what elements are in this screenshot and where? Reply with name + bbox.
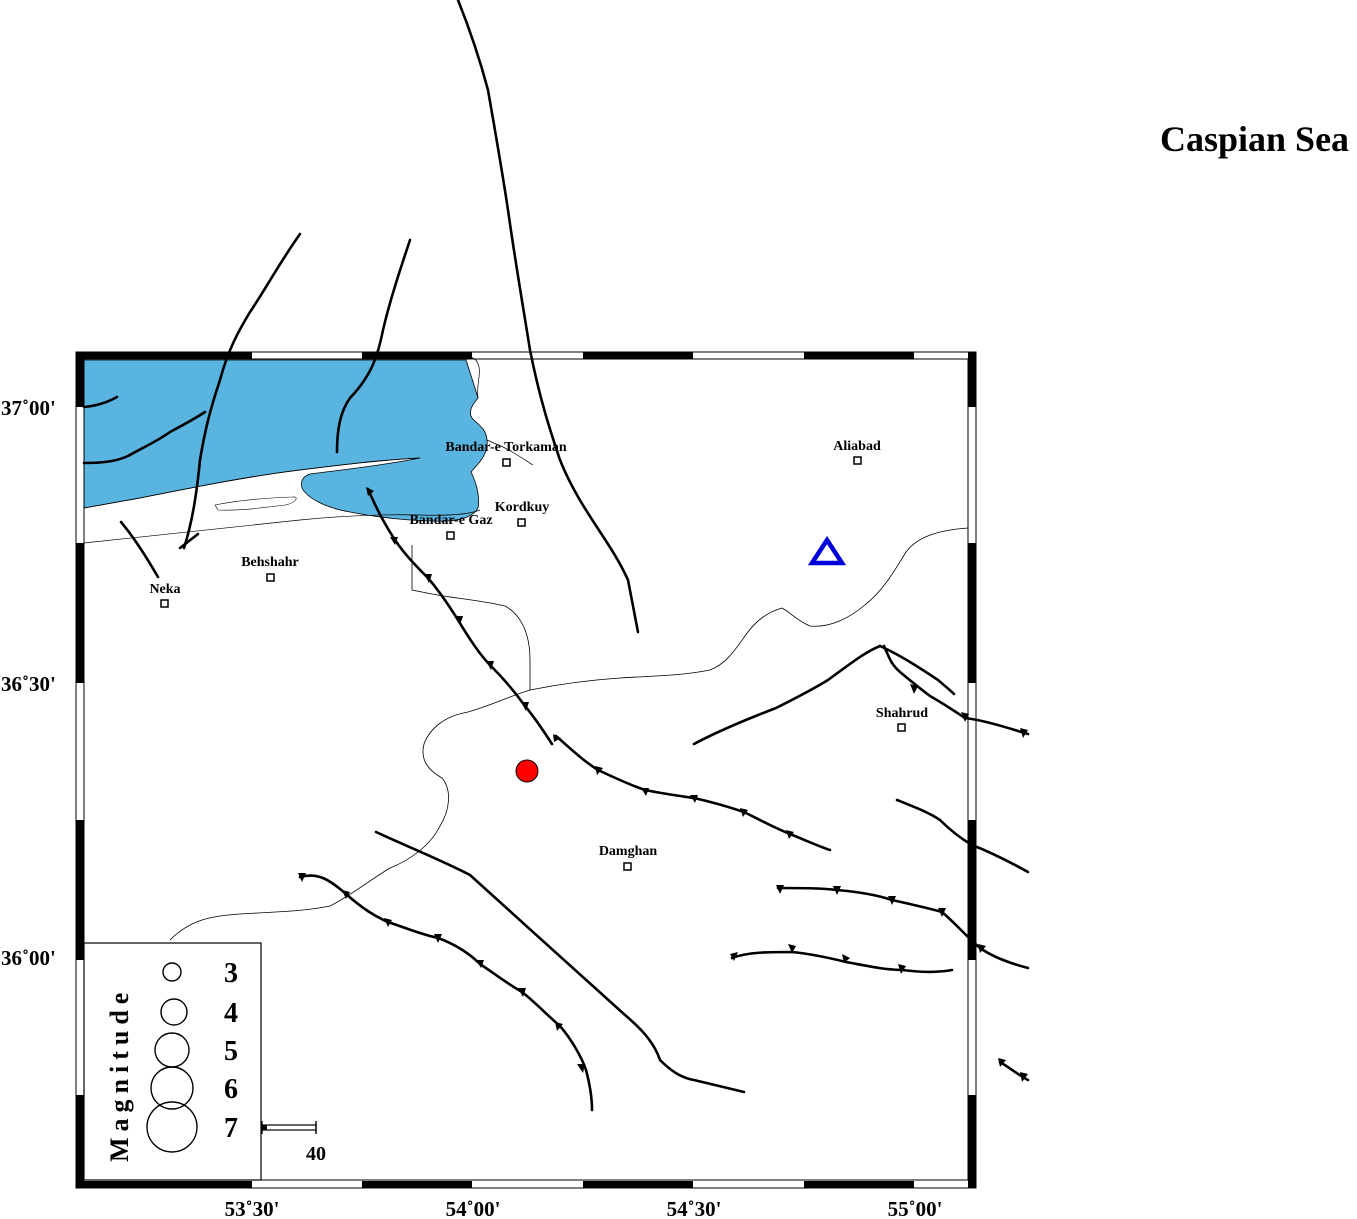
legend-title: Magnitude — [105, 987, 134, 1162]
svg-text:Shahrud: Shahrud — [876, 706, 928, 721]
latitude-tick: 36˚30' — [1, 672, 56, 696]
longitude-tick: 54˚30' — [667, 1197, 722, 1219]
longitude-tick: 54˚00' — [446, 1197, 501, 1219]
legend-circle-7 — [146, 1101, 198, 1153]
city-kordkuy: Kordkuy — [495, 500, 549, 527]
fault-line — [335, 238, 412, 454]
legend-label: 5 — [224, 1036, 238, 1067]
faults — [82, 0, 1030, 1094]
legend-circle-6 — [150, 1066, 194, 1110]
city-neka: Neka — [149, 582, 181, 608]
legend-label: 7 — [224, 1113, 238, 1144]
scale-bar: 40 — [261, 1121, 326, 1165]
fault-line — [456, 0, 640, 634]
province-boundary — [169, 527, 969, 941]
svg-text:Bandar-e Gaz: Bandar-e Gaz — [409, 513, 492, 528]
legend-circle-3 — [162, 962, 182, 982]
longitude-tick: 55˚00' — [888, 1197, 943, 1219]
svg-text:Behshahr: Behshahr — [241, 555, 299, 570]
svg-text:Damghan: Damghan — [599, 844, 658, 859]
latitude-tick: 37˚00' — [1, 396, 56, 420]
fault-line — [374, 830, 746, 1094]
fault-line — [182, 232, 302, 550]
longitude-tick: 53˚30' — [225, 1197, 280, 1219]
svg-text:Bandar-e Torkaman: Bandar-e Torkaman — [445, 440, 566, 455]
fault-line — [692, 644, 882, 746]
city-bandar-e-torkaman: Bandar-e Torkaman — [445, 440, 567, 467]
city-aliabad: Aliabad — [833, 439, 881, 465]
latitude-tick: 36˚00' — [1, 946, 56, 970]
legend-circle-4 — [160, 998, 188, 1026]
fault-line — [119, 520, 200, 579]
city-bandar-e-gaz: Bandar-e Gaz — [409, 513, 493, 540]
cities: Bandar-e Torkaman Aliabad Kordkuy Bandar… — [149, 439, 928, 871]
caspian-sea-label: Caspian Sea — [1160, 119, 1350, 159]
city-shahrud: Shahrud — [876, 706, 928, 732]
fault-line — [82, 395, 119, 409]
fault-line — [82, 410, 207, 465]
legend-label: 6 — [224, 1074, 238, 1105]
svg-text:Aliabad: Aliabad — [833, 439, 881, 454]
svg-text:Neka: Neka — [149, 582, 180, 597]
station-triangle-icon — [807, 535, 847, 566]
legend-label: 4 — [224, 998, 238, 1029]
map-frame — [75, 351, 977, 1189]
svg-text:Kordkuy: Kordkuy — [495, 500, 549, 515]
epicenter-marker — [515, 759, 539, 783]
city-behshahr: Behshahr — [241, 555, 299, 582]
magnitude-legend: Magnitude 3 4 5 6 7 — [83, 942, 262, 1181]
scale-bar-label: 40 — [306, 1143, 326, 1165]
legend-label: 3 — [224, 958, 238, 989]
thrust-faults — [298, 487, 1030, 1112]
fault-line — [895, 798, 1030, 874]
city-damghan: Damghan — [599, 844, 658, 871]
